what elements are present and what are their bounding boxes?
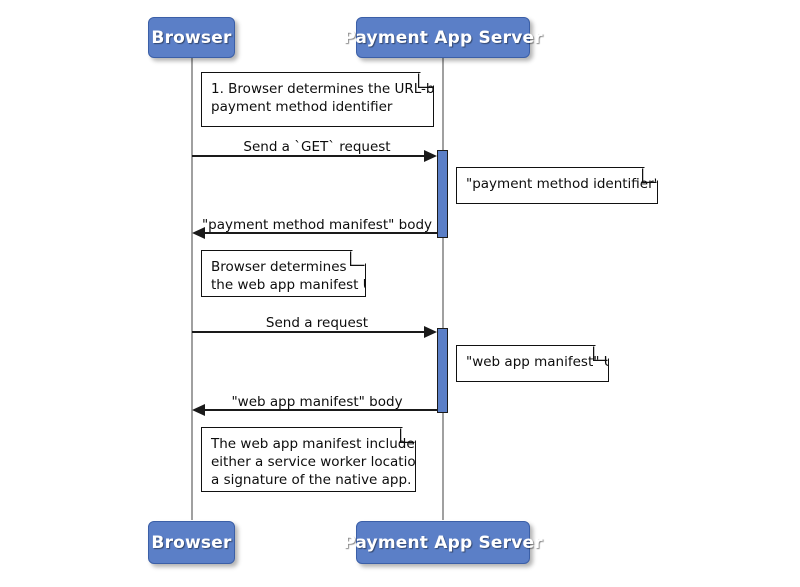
note-line: Browser determines: [211, 259, 347, 275]
note-browser-determines-web-app-manifest-url: Browser determines the web app manifest …: [201, 250, 366, 297]
activation-bar-server-1: [437, 150, 448, 238]
message-line-2: [199, 232, 437, 234]
note-line: "web app manifest" URL: [466, 354, 631, 370]
message-line-1: [192, 155, 431, 157]
lifeline-payment-app-server: [442, 58, 444, 520]
note-text-2: "payment method identifier" URL: [466, 175, 648, 193]
message-arrowhead-4: [192, 404, 205, 416]
participant-payment-app-server-bottom[interactable]: Payment App Server: [343, 521, 543, 564]
lifeline-browser: [191, 58, 193, 520]
note-line: a signature of the native app.: [211, 472, 412, 488]
message-label-2: "payment method manifest" body: [201, 217, 433, 233]
note-web-app-manifest-url: "web app manifest" URL: [456, 345, 609, 382]
message-label-4: "web app manifest" body: [231, 394, 403, 410]
note-text-3: Browser determines the web app manifest …: [211, 258, 356, 294]
message-label-1: Send a `GET` request: [243, 139, 391, 155]
note-payment-method-identifier-url: "payment method identifier" URL: [456, 167, 658, 204]
message-arrowhead-2: [192, 227, 205, 239]
participant-payment-app-server-top-label: Payment App Server: [343, 27, 543, 48]
note-text-1: 1. Browser determines the URL-based paym…: [211, 80, 424, 116]
participant-browser-top[interactable]: Browser: [148, 17, 235, 58]
note-line: the web app manifest URL: [211, 277, 390, 293]
note-browser-determines-url-based-identifier: 1. Browser determines the URL-based paym…: [201, 72, 434, 127]
participant-payment-app-server-top[interactable]: Payment App Server: [343, 17, 543, 58]
message-arrowhead-3: [424, 326, 437, 338]
participant-browser-bottom[interactable]: Browser: [148, 521, 235, 564]
message-arrowhead-1: [424, 150, 437, 162]
message-line-3: [192, 331, 431, 333]
activation-bar-server-2: [437, 328, 448, 413]
message-label-3: Send a request: [265, 315, 369, 331]
note-line: "payment method identifier" URL: [466, 176, 691, 192]
participant-payment-app-server-bottom-label: Payment App Server: [343, 532, 543, 553]
note-line: either a service worker location or: [211, 454, 443, 470]
participant-browser-bottom-label: Browser: [151, 532, 232, 553]
note-line: payment method identifier: [211, 99, 393, 115]
message-line-4: [199, 409, 437, 411]
note-text-5: The web app manifest includes either a s…: [211, 435, 406, 489]
note-line: 1. Browser determines the URL-based: [211, 81, 467, 97]
note-web-app-manifest-includes: The web app manifest includes either a s…: [201, 427, 416, 492]
note-text-4: "web app manifest" URL: [466, 353, 599, 371]
participant-browser-top-label: Browser: [151, 27, 232, 48]
note-line: The web app manifest includes: [211, 436, 422, 452]
